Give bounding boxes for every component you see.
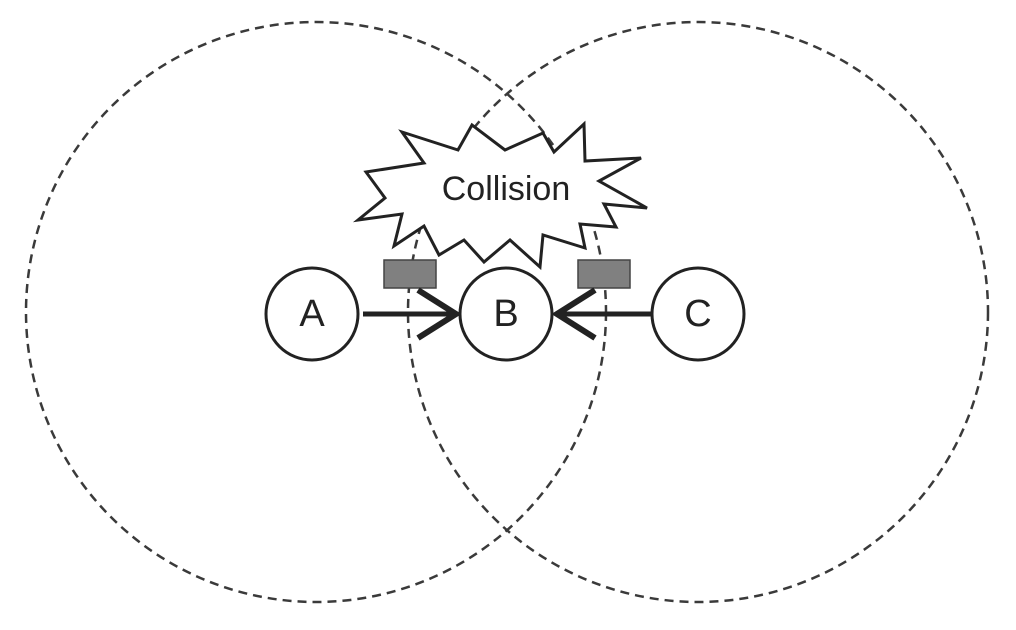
node-c: C (650, 266, 746, 362)
node-a: A (264, 266, 360, 362)
packet-from-c (577, 259, 631, 289)
node-c-label: C (684, 293, 711, 335)
node-b: B (458, 266, 554, 362)
arrow-a-to-b (363, 287, 462, 341)
node-b-label: B (493, 293, 518, 335)
node-a-label: A (299, 293, 325, 335)
node-c-range-circle (406, 20, 990, 604)
arrow-c-to-b (551, 287, 651, 341)
packet-from-a (383, 259, 437, 289)
collision-label: Collision (442, 170, 571, 208)
collision-starburst (352, 120, 648, 271)
